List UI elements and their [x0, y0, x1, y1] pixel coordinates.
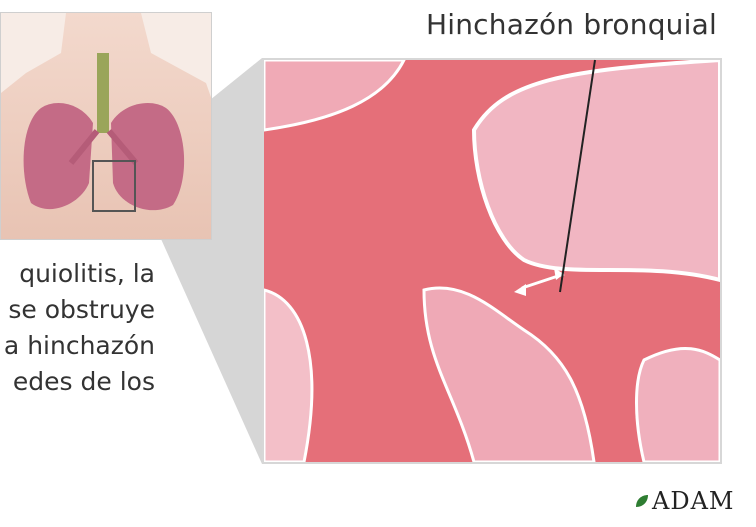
- swelling-label: Hinchazón bronquial: [426, 8, 717, 41]
- bronchiole-illustration: [264, 60, 720, 462]
- body-thumbnail: [0, 12, 212, 240]
- torso-illustration: [1, 13, 212, 240]
- caption-line: quiolitis, la: [0, 256, 155, 292]
- bronchiole-closeup: [262, 58, 722, 464]
- leaf-icon: [634, 493, 650, 509]
- caption-text: quiolitis, la se obstruye a hinchazón ed…: [0, 256, 155, 400]
- caption-line: edes de los: [0, 364, 155, 400]
- logo-text: ADAM: [652, 487, 734, 515]
- caption-line: se obstruye: [0, 292, 155, 328]
- caption-line: a hinchazón: [0, 328, 155, 364]
- adam-logo: ADAM: [634, 486, 734, 516]
